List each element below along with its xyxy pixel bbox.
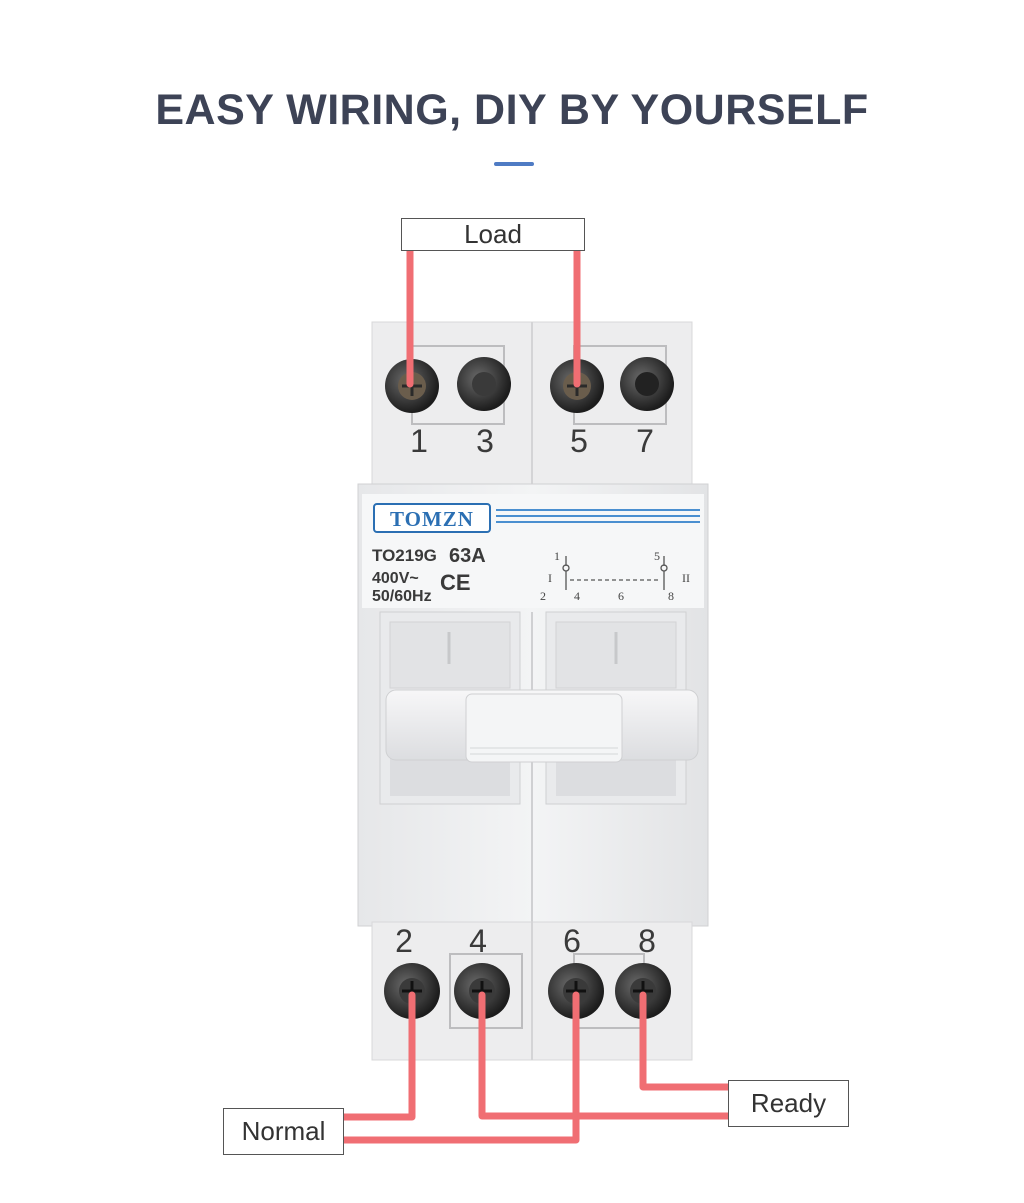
switch-handle[interactable] bbox=[385, 689, 699, 763]
ready-label: Ready bbox=[728, 1080, 849, 1127]
terminal-label-8: 8 bbox=[638, 923, 656, 959]
ce-mark: CE bbox=[440, 570, 471, 595]
terminal-label-5: 5 bbox=[570, 423, 588, 459]
wire-ready-8 bbox=[639, 991, 732, 1091]
normal-label: Normal bbox=[223, 1108, 344, 1155]
schem-bottom-4: 4 bbox=[574, 589, 580, 603]
screw-terminal-8 bbox=[615, 963, 671, 1019]
rating-text: 63A bbox=[449, 545, 486, 567]
terminal-label-3: 3 bbox=[476, 423, 494, 459]
load-label: Load bbox=[401, 218, 585, 251]
terminal-label-7: 7 bbox=[636, 423, 654, 459]
schem-pos-right: II bbox=[682, 571, 690, 585]
screw-terminal-2 bbox=[384, 963, 440, 1019]
terminal-label-6: 6 bbox=[563, 923, 581, 959]
wires bbox=[340, 246, 732, 1144]
terminal-label-2: 2 bbox=[395, 923, 413, 959]
contact-schematic: 1 5 I II 2 4 6 8 bbox=[540, 549, 690, 603]
schem-bottom-6: 6 bbox=[618, 589, 624, 603]
wire-normal-6 bbox=[340, 991, 580, 1144]
wire-ready-4 bbox=[478, 991, 732, 1120]
wire-normal-2 bbox=[340, 991, 416, 1121]
brand-text: TOMZN bbox=[390, 507, 474, 531]
page-title: EASY WIRING, DIY BY YOURSELF bbox=[155, 86, 869, 134]
terminal-label-4: 4 bbox=[469, 923, 487, 959]
schem-top-5: 5 bbox=[654, 549, 660, 563]
screw-terminal-4 bbox=[454, 963, 510, 1019]
screw-terminal-6 bbox=[548, 963, 604, 1019]
frequency-text: 50/60Hz bbox=[372, 588, 432, 605]
model-text: TO219G bbox=[372, 546, 437, 565]
schem-bottom-8: 8 bbox=[668, 589, 674, 603]
voltage-text: 400V~ bbox=[372, 570, 419, 587]
title-underline bbox=[494, 162, 534, 166]
terminal-label-1: 1 bbox=[410, 423, 428, 459]
screw-terminal-7 bbox=[620, 357, 674, 411]
schem-pos-left: I bbox=[548, 571, 552, 585]
screw-terminal-3 bbox=[457, 357, 511, 411]
brand-logo: TOMZN bbox=[373, 503, 700, 533]
schem-bottom-2: 2 bbox=[540, 589, 546, 603]
schem-top-1: 1 bbox=[554, 549, 560, 563]
